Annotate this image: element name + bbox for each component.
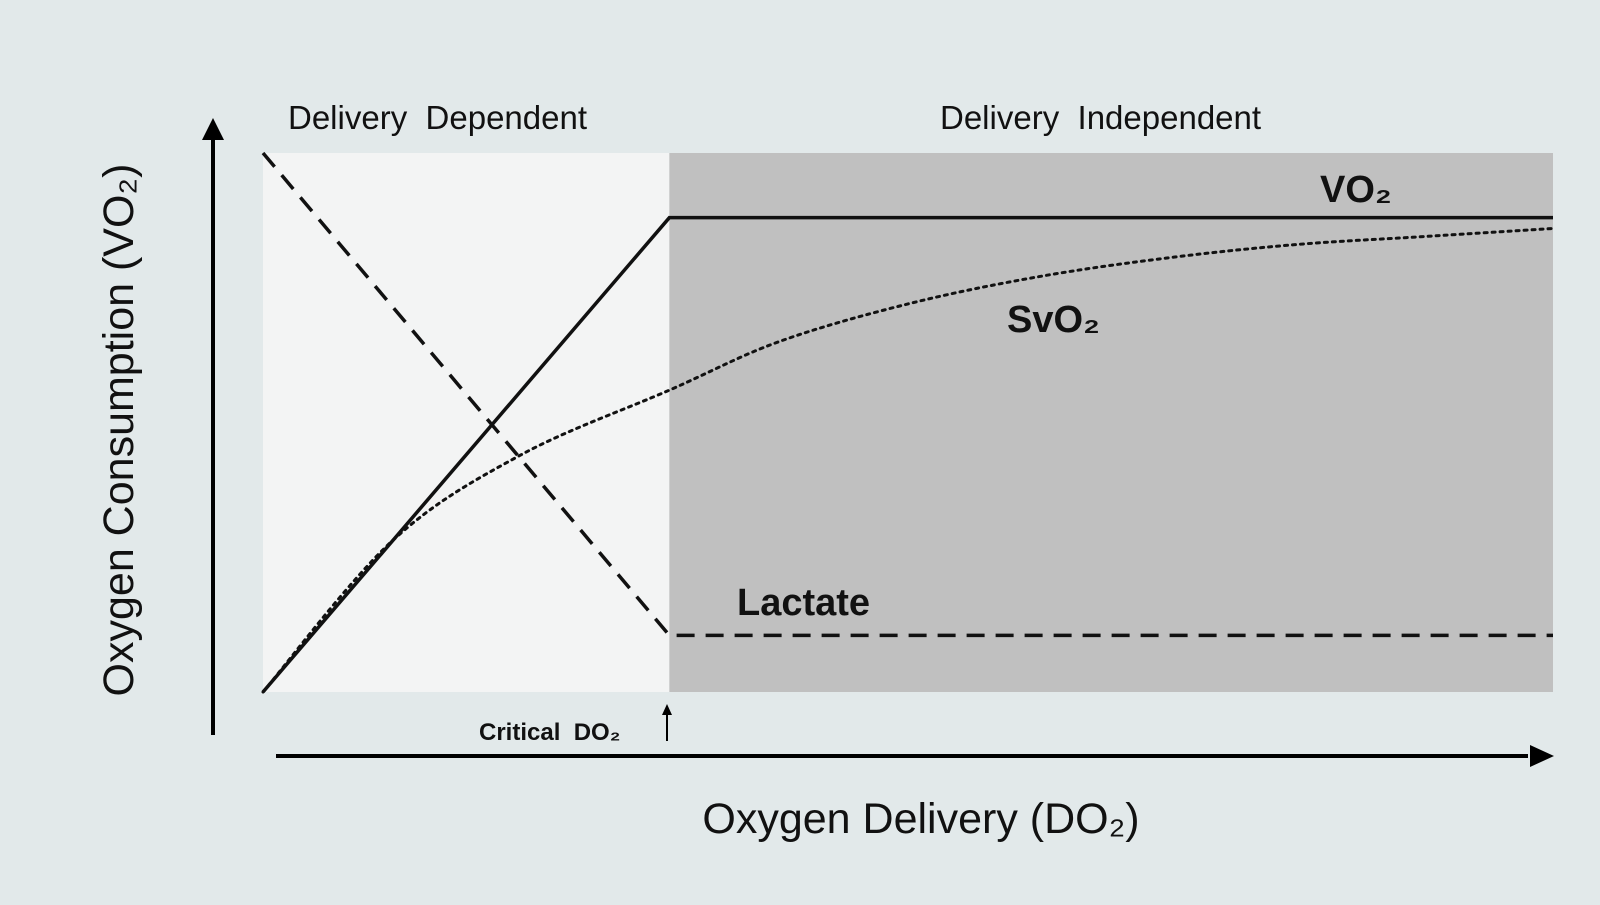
series-label-lactate: Lactate	[737, 582, 870, 624]
regions-layer	[263, 153, 1553, 692]
y-axis-arrowhead	[202, 118, 224, 140]
series-layer	[261, 151, 1555, 694]
region-label-independent: Delivery Independent	[940, 99, 1261, 136]
y-axis-label: Oxygen Consumption (VO₂)	[95, 164, 143, 697]
x-axis-label: Oxygen Delivery (DO₂)	[702, 795, 1139, 843]
x-axis-arrowhead	[1530, 745, 1554, 767]
region-delivery-independent	[669, 153, 1553, 692]
series-line-svo2	[261, 226, 1555, 694]
critical-do2-arrowhead	[662, 704, 672, 715]
region-delivery-dependent	[263, 153, 670, 692]
series-line-lactate	[261, 151, 1553, 638]
series-label-svo2: SvO₂	[1007, 299, 1100, 341]
critical-do2-label: Critical DO₂	[479, 719, 620, 746]
series-label-vo2: VO₂	[1320, 169, 1392, 211]
region-label-dependent: Delivery Dependent	[288, 99, 587, 136]
